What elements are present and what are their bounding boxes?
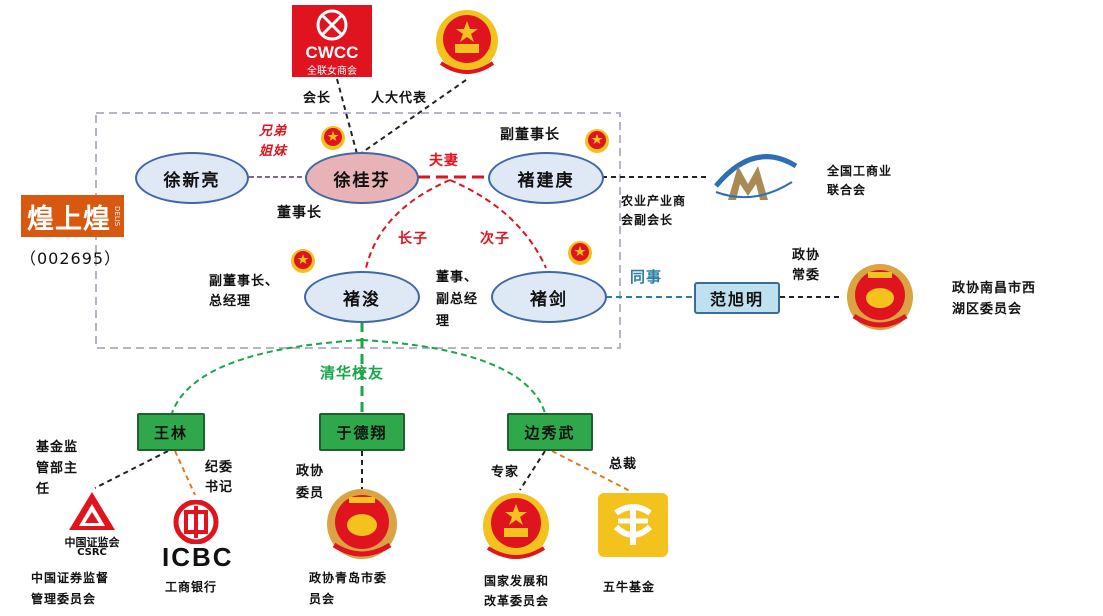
line-bian-ndrc [519, 450, 546, 491]
cwcc-emblem-icon [316, 9, 348, 41]
org-cppcc-qingdao-1: 政协青岛市委 [309, 571, 388, 585]
wuniu-logo [598, 493, 668, 557]
line-eldest-son [365, 179, 451, 269]
role-expert: 专家 [491, 465, 520, 480]
role-director-deputy-gm-3: 理 [436, 314, 451, 329]
person-xu-xinliang[interactable]: 徐新亮 [135, 152, 249, 204]
national-emblem-icon [483, 493, 549, 559]
csrc-logo-cn: 中国证监会 [64, 536, 120, 549]
line-cwcc [336, 78, 358, 155]
role-cppcc-member-2: 委员 [296, 486, 325, 501]
org-wuniu: 五牛基金 [603, 580, 656, 594]
org-icbc: 工商银行 [165, 580, 218, 594]
role-cppcc-member-1: 政协 [296, 464, 325, 479]
cwcc-subtext: 全联女商会 [307, 66, 357, 77]
org-cppcc-nanchang-2: 湖区委员会 [952, 302, 1023, 317]
org-agri-chamber-1: 农业产业商 [621, 194, 687, 208]
role-vice-chairman-gm-1: 副董事长、 [209, 274, 280, 289]
role-fund-director-2: 管部主 [36, 461, 79, 476]
role-ceo: 总裁 [609, 457, 638, 472]
national-emblem-icon [436, 10, 498, 74]
org-csrc-2: 管理委员会 [31, 592, 97, 606]
company-logo: 煌上煌 DELIS [21, 195, 124, 237]
person-yu-dexiang[interactable]: 于德翔 [319, 413, 405, 451]
org-acfic-1: 全国工商业 [827, 164, 893, 178]
role-vice-chairman: 副董事长 [500, 127, 560, 143]
person-xu-guifen[interactable]: 徐桂芬 [305, 152, 419, 204]
family-frame [95, 112, 621, 349]
relation-siblings-2: 姐妹 [259, 144, 288, 159]
wuniu-icon [613, 504, 653, 545]
company-brand-small: DELIS [113, 205, 121, 227]
cppcc-emblem-icon [327, 489, 397, 559]
national-emblem-small-icon [321, 126, 345, 150]
company-name: 煌上煌 [27, 203, 111, 235]
role-vice-chairman-gm-2: 总经理 [209, 294, 252, 309]
role-president: 会长 [303, 91, 332, 106]
person-wang-lin[interactable]: 王林 [137, 413, 205, 451]
csrc-logo-en: CSRC [77, 547, 107, 558]
cwcc-logo: CWCC 全联女商会 [292, 5, 372, 77]
org-cppcc-qingdao-2: 员会 [309, 592, 336, 606]
role-chairman: 董事长 [277, 205, 322, 221]
relation-second-son: 次子 [480, 231, 510, 247]
person-chu-jian[interactable]: 褚剑 [491, 271, 607, 323]
icbc-logo-icon [173, 500, 219, 544]
role-fund-director-3: 任 [36, 482, 51, 497]
org-csrc-1: 中国证券监督 [31, 571, 110, 585]
icbc-logo-en: ICBC [162, 542, 234, 572]
national-emblem-small-icon [291, 249, 315, 273]
csrc-logo-icon [69, 492, 115, 530]
person-chu-jun[interactable]: 褚浚 [304, 271, 420, 323]
relation-alumni: 清华校友 [320, 364, 385, 382]
role-discipline-1: 纪委 [205, 460, 234, 475]
acfic-logo-icon [714, 154, 798, 200]
role-fund-director-1: 基金监 [36, 440, 79, 455]
line-alumni-wang [171, 339, 363, 414]
role-cppcc-standing-2: 常委 [792, 268, 821, 283]
relation-siblings-1: 兄弟 [259, 124, 288, 139]
line-wang-csrc [94, 450, 169, 489]
relation-eldest-son: 长子 [398, 231, 428, 247]
person-fan-xuming[interactable]: 范旭明 [694, 282, 780, 314]
org-ndrc-1: 国家发展和 [484, 574, 550, 588]
relation-colleague: 同事 [630, 268, 663, 286]
company-code: （002695） [20, 249, 122, 268]
line-bian-wuniu [551, 450, 633, 493]
national-emblem-small-icon [585, 129, 609, 153]
role-cppcc-standing-1: 政协 [792, 248, 821, 263]
org-cppcc-nanchang-1: 政协南昌市西 [952, 281, 1037, 296]
org-acfic-2: 联合会 [827, 183, 867, 197]
role-discipline-2: 书记 [205, 480, 234, 495]
line-npc [359, 79, 467, 155]
cwcc-text: CWCC [305, 43, 359, 62]
role-director-deputy-gm-1: 董事、 [436, 270, 479, 285]
line-wang-icbc [174, 450, 196, 496]
role-npc-deputy: 人大代表 [371, 91, 428, 106]
org-ndrc-2: 改革委员会 [484, 594, 550, 608]
line-alumni-bian [361, 339, 546, 414]
relation-spouse: 夫妻 [429, 153, 459, 169]
national-emblem-small-icon [568, 241, 592, 265]
org-agri-chamber-2: 会副会长 [621, 213, 674, 227]
cppcc-emblem-icon [847, 264, 913, 330]
person-chu-jianqing[interactable]: 褚建庚 [488, 152, 604, 204]
person-bian-xiuwu[interactable]: 边秀武 [507, 413, 593, 451]
role-director-deputy-gm-2: 副总经 [436, 292, 479, 307]
